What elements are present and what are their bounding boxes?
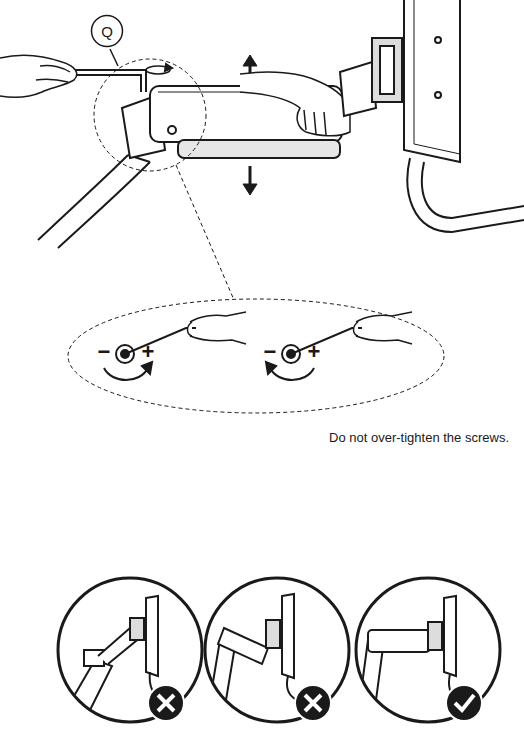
status-badge — [446, 685, 482, 721]
monitor-mount — [340, 38, 402, 116]
hex-key-detail — [125, 328, 196, 354]
detail-callout — [68, 59, 444, 413]
base-pole — [38, 155, 128, 240]
monitor — [435, 92, 441, 98]
example-wrong-2 — [266, 620, 280, 648]
monitor — [404, 0, 460, 162]
detail-callout — [94, 59, 206, 171]
monitor — [404, 0, 460, 162]
rotation-arrow — [104, 368, 148, 380]
base-pole — [58, 162, 150, 248]
monitor-stand — [407, 158, 524, 232]
hand-left — [0, 55, 77, 97]
hand-right — [240, 72, 350, 136]
example-wrong-2 — [218, 628, 268, 664]
example-right — [444, 596, 456, 676]
motion-arrows — [243, 55, 257, 66]
example-wrong-1 — [60, 660, 112, 730]
hand-right — [324, 112, 326, 135]
callout-letter: Q — [90, 23, 124, 40]
detail-callout — [176, 165, 234, 300]
hand-left — [36, 79, 68, 82]
minus-sign: − — [98, 339, 111, 365]
example-right — [356, 578, 500, 722]
rotation-arrow — [270, 368, 314, 380]
example-right — [360, 596, 510, 702]
monitor-stand — [422, 162, 524, 218]
status-badge — [295, 685, 331, 721]
hand-detail — [190, 312, 246, 344]
monitor — [414, 0, 460, 154]
hand-left — [0, 55, 77, 97]
example-right — [368, 630, 430, 652]
status-badge — [305, 695, 321, 711]
status-badge — [148, 685, 482, 721]
hex-key — [165, 64, 172, 71]
example-wrong-1 — [58, 578, 202, 722]
hand-right — [314, 112, 316, 134]
example-right — [356, 578, 510, 722]
warning-note: Do not over-tighten the screws. — [329, 430, 509, 445]
example-wrong-2 — [205, 578, 360, 722]
detail-callout — [68, 299, 444, 413]
monitor-mount — [380, 46, 394, 94]
hand-right — [240, 72, 350, 136]
example-wrong-2 — [205, 578, 349, 722]
hex-key-detail — [291, 328, 362, 354]
monitor-mount — [340, 62, 376, 116]
hand-detail — [188, 312, 413, 344]
example-wrong-1 — [58, 578, 210, 730]
leader-line — [110, 49, 118, 66]
example-wrong-2 — [282, 594, 294, 678]
hand-detail — [188, 322, 193, 336]
monitor-mount — [372, 38, 402, 102]
motion-arrows — [249, 166, 252, 186]
plus-sign: + — [142, 339, 155, 365]
minus-sign: − — [264, 339, 277, 365]
hand-detail — [354, 322, 359, 336]
arm-body — [168, 126, 176, 134]
example-wrong-1 — [146, 596, 158, 676]
motion-arrows — [243, 184, 257, 195]
status-badge — [158, 695, 174, 711]
arm-body — [178, 140, 340, 158]
status-badge — [148, 685, 184, 721]
monitor-stand — [407, 158, 524, 232]
hand-left — [40, 65, 70, 72]
example-wrong-1 — [130, 618, 144, 640]
monitor — [435, 37, 441, 43]
status-badge — [455, 695, 474, 710]
example-wrong-1 — [60, 596, 210, 730]
base-pole — [38, 155, 150, 248]
rotation-arrow — [104, 362, 314, 380]
callout-circle: Q — [90, 14, 124, 48]
example-wrong-2 — [210, 594, 360, 702]
hex-key-detail — [125, 328, 362, 354]
hand-detail — [356, 312, 412, 344]
plus-sign: + — [308, 339, 321, 365]
hand-right — [304, 110, 306, 130]
example-right — [428, 622, 442, 650]
